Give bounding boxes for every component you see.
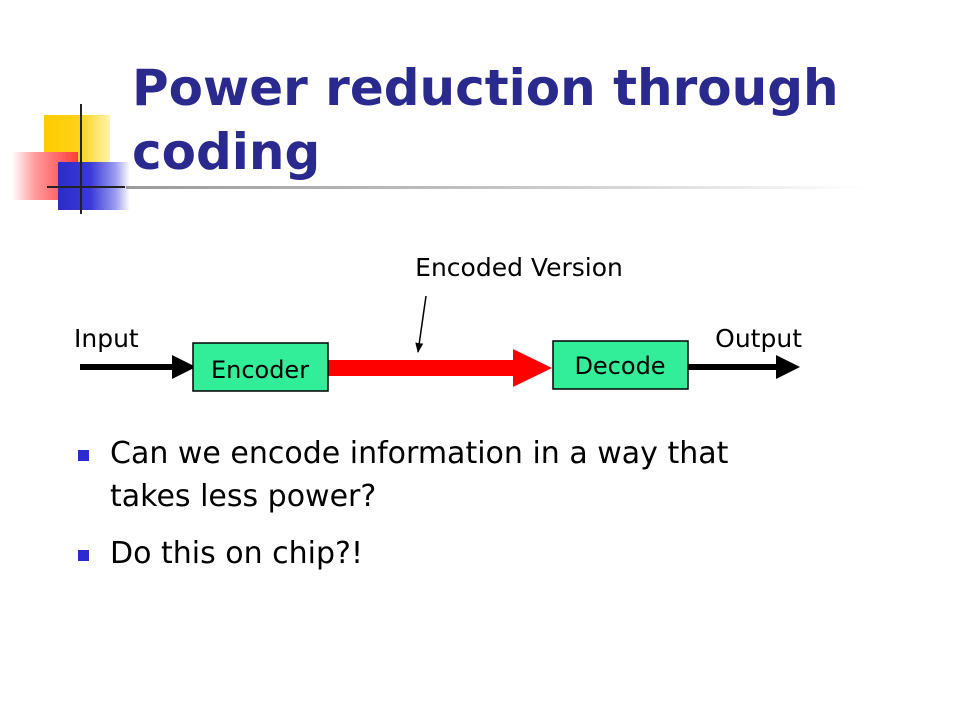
input-arrowhead (172, 355, 196, 379)
decoder-box (552, 340, 689, 390)
bullet-text: Do this on chip?! (110, 536, 364, 571)
encoded-version-label: Encoded Version (415, 253, 623, 282)
bullet-square-icon (78, 450, 89, 461)
ornament-vertical-line (80, 104, 82, 214)
bullet-item-2: Do this on chip?! (74, 532, 814, 575)
decoder-label: Decode (574, 352, 665, 380)
output-label: Output (715, 324, 802, 353)
encoder-label: Encoder (211, 356, 309, 384)
bullet-text: Can we encode information in a way that … (110, 436, 729, 514)
encoded-pointer-arrow (415, 295, 427, 353)
slide-title: Power reduction through coding (132, 59, 839, 181)
ornament-horizontal-line (47, 186, 125, 188)
bullet-item-1: Can we encode information in a way that … (74, 432, 814, 518)
bullet-square-icon (78, 550, 89, 561)
channel-arrowhead (513, 349, 552, 387)
bullet-list: Can we encode information in a way that … (74, 432, 814, 589)
title-underline (126, 186, 866, 189)
output-arrowhead (776, 355, 800, 379)
input-label: Input (74, 324, 139, 353)
channel-arrow-shaft (328, 360, 518, 376)
encoder-box (192, 342, 329, 392)
